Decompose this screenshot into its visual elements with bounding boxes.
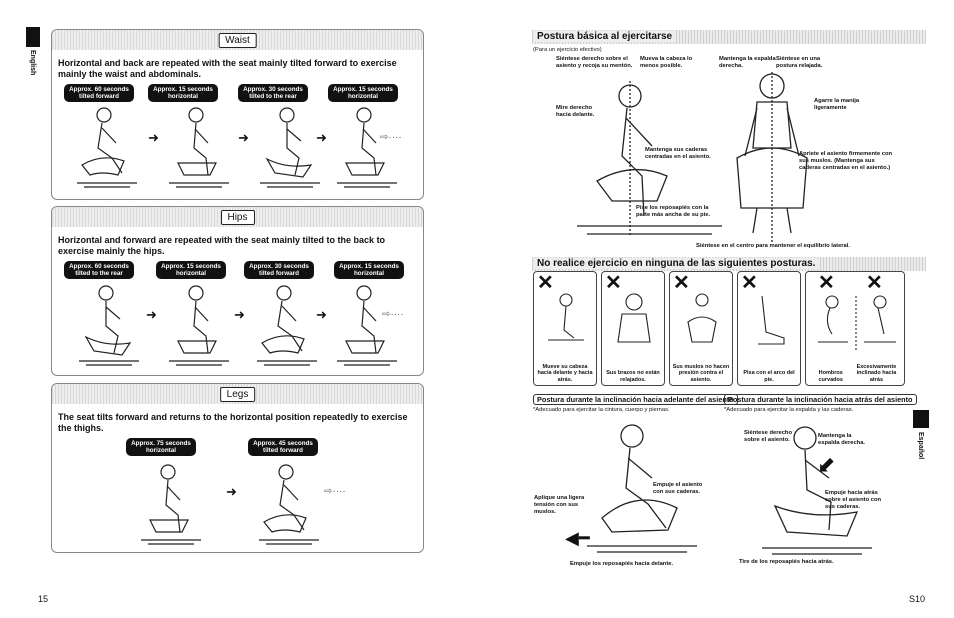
page-number: 15 (38, 594, 49, 604)
step-badge: Approx. 30 seconds tilted to the rear (238, 84, 308, 102)
rider-figure-forward (252, 281, 322, 371)
label-head: Mueva la cabeza lo menos posible. (640, 56, 693, 69)
label-pull-foot: Tire de los reposapiés hacia atrás. (739, 559, 834, 565)
label-push-back: Empuje hacia atrás sobre el asiento con … (825, 490, 882, 510)
back-tilt-figure (757, 420, 877, 560)
push-forward-arrow-icon: ◀━ (565, 528, 590, 548)
step-badge: Approx. 15 seconds horizontal (328, 84, 398, 102)
rider-figure-forward (72, 103, 142, 193)
next-step-arrow: ➜ (146, 307, 157, 322)
rider-figure-rear (255, 103, 325, 193)
language-tab-marker (913, 410, 929, 428)
hips-section: Hips Horizontal and forward are repeated… (51, 206, 424, 376)
basic-posture-side-figure (572, 76, 732, 244)
section-description: The seat tilts forward and returns to th… (58, 412, 408, 433)
label-push-foot: Empuje los reposapiés hacia delante. (570, 561, 674, 567)
label-sit-straight: Siéntese derecho sobre el asiento y reco… (556, 56, 633, 69)
label-hips-centered: Mantenga sus caderas centradas en el asi… (645, 147, 711, 160)
step-badge: Approx. 75 seconds horizontal (126, 438, 196, 456)
cross-icon: ✕ (866, 272, 883, 294)
language-label: Español (917, 432, 924, 460)
rider-figure-horizontal (136, 460, 206, 550)
label-grip: Agarre la manija ligeramente (814, 98, 860, 111)
language-tab-marker (26, 27, 40, 47)
next-step-arrow: ➜ (148, 130, 159, 145)
label-push-hips: Empuje el asiento con sus caderas. (653, 482, 703, 495)
section-description: Horizontal and back are repeated with th… (58, 58, 397, 79)
label-relaxed: Siéntese en una postura relajada. (776, 56, 823, 69)
step-badge: Approx. 60 seconds tilted to the rear (64, 261, 134, 279)
step-badge: Approx. 15 seconds horizontal (148, 84, 218, 102)
rider-figure-horizontal (164, 281, 234, 371)
label-thighs: Apriete el asiento firmemente con sus mu… (799, 151, 893, 171)
bad-posture-card: ✕ Pisa con el arco del pie. (737, 271, 801, 386)
language-label: English (29, 50, 36, 76)
bad-posture-card: ✕ Mueve su cabeza hacia delante y hacia … (533, 271, 597, 386)
rider-figure-horizontal (164, 103, 234, 193)
next-step-arrow: ➜ (316, 130, 327, 145)
section-title-waist: Waist (218, 33, 257, 48)
rider-figure-forward (254, 460, 324, 550)
section-title-legs: Legs (219, 387, 256, 402)
section-description: Horizontal and forward are repeated with… (58, 235, 386, 256)
step-badge: Approx. 60 seconds tilted forward (64, 84, 134, 102)
label-back-sit-straight: Siéntese derecho sobre el asiento. (744, 430, 793, 443)
cross-icon: ✕ (605, 272, 622, 294)
next-step-arrow: ➜ (316, 307, 327, 322)
rider-figure-rear (74, 281, 144, 371)
legs-section: Legs The seat tilts forward and returns … (51, 383, 424, 553)
basic-posture-title: Postura básica al ejercitarse (534, 31, 676, 42)
step-badge: Approx. 15 seconds horizontal (334, 261, 404, 279)
basic-posture-subtitle: (Para un ejercicio efectivo) (533, 47, 602, 53)
back-note: *Adecuado para ejercitar la espalda y la… (724, 407, 854, 413)
basic-posture-front-figure (727, 68, 817, 246)
step-badge: Approx. 30 seconds tilted forward (244, 261, 314, 279)
rider-figure-horizontal (332, 281, 402, 371)
back-tilt-header: Postura durante la inclinación hacia atr… (724, 394, 917, 405)
left-page: English Waist Horizontal and back are re… (26, 27, 424, 604)
waist-section: Waist Horizontal and back are repeated w… (51, 29, 424, 200)
forward-tilt-figure (582, 418, 702, 558)
label-tension: Aplique una ligera tensión con sus muslo… (534, 495, 585, 515)
next-step-arrow: ➜ (226, 484, 237, 499)
bad-posture-title: No realice ejercicio en ninguna de las s… (534, 258, 819, 269)
cross-icon: ✕ (741, 272, 758, 294)
label-back-straight-2: Mantenga la espalda derecha. (818, 433, 866, 446)
label-balance: Siéntese en el centro para mantener el e… (696, 243, 850, 249)
bad-posture-card: ✕ Sus brazos no están relajados. (601, 271, 665, 386)
section-title-hips: Hips (220, 210, 255, 225)
cross-icon: ✕ (818, 272, 835, 294)
right-page: Postura básica al ejercitarse (Para un e… (477, 0, 954, 618)
cross-icon: ✕ (673, 272, 690, 294)
label-footrest: Pise los reposapiés con la parte más anc… (636, 205, 711, 218)
forward-tilt-header: Postura durante la inclinación hacia ade… (533, 394, 738, 405)
forward-note: *Adecuado para ejercitar la cintura, cue… (533, 407, 670, 413)
continue-arrow-icon: ⇨···· (382, 309, 404, 320)
continue-arrow-icon: ⇨···· (380, 132, 402, 143)
bad-posture-header: No realice ejercicio en ninguna de las s… (532, 257, 926, 271)
basic-posture-header: Postura básica al ejercitarse (532, 30, 926, 44)
label-look-ahead: Mire derecho hacia delante. (556, 105, 595, 118)
next-step-arrow: ➜ (238, 130, 249, 145)
lean-back-arrow-icon: ⬋ (817, 452, 836, 477)
cross-icon: ✕ (537, 272, 554, 294)
label-back-straight: Mantenga la espalda derecha. (719, 56, 776, 69)
bad-posture-card: ✕ Sus muslos no hacen presión contra el … (669, 271, 733, 386)
page-number: S10 (909, 594, 926, 604)
bad-posture-card: ✕ ✕ Hombros curvados Excesivamente incli… (805, 271, 905, 386)
step-badge: Approx. 45 seconds tilted forward (248, 438, 318, 456)
rider-figure-horizontal (332, 103, 402, 193)
step-badge: Approx. 15 seconds horizontal (156, 261, 226, 279)
continue-arrow-icon: ⇨···· (324, 486, 346, 497)
next-step-arrow: ➜ (234, 307, 245, 322)
